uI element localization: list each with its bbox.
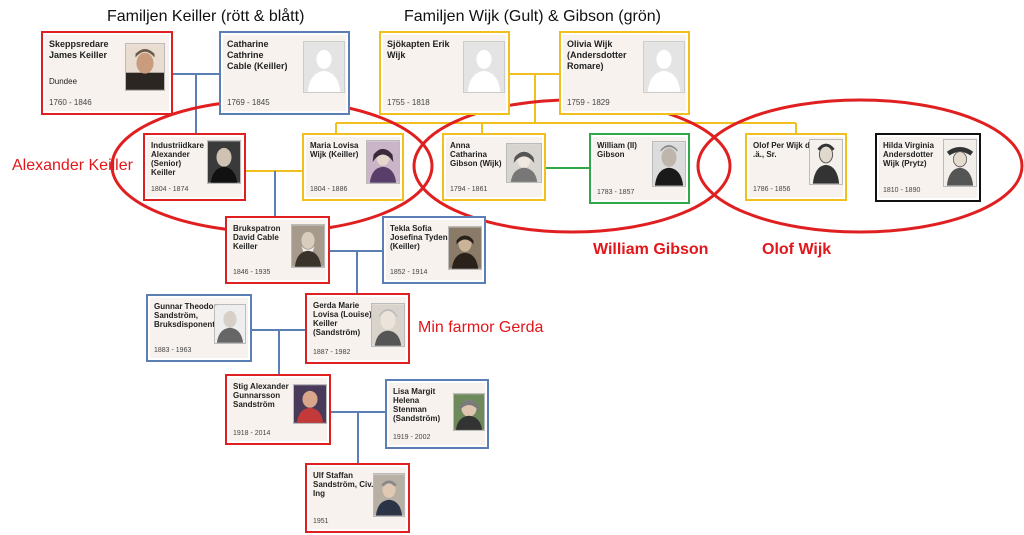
portrait-photo-icon [371, 303, 405, 347]
title-wijk-gibson-family: Familjen Wijk (Gult) & Gibson (grön) [404, 8, 661, 25]
person-name: William (II)Gibson [597, 141, 637, 159]
person-years: 1919 - 2002 [393, 434, 431, 441]
person-card-william-gibson[interactable]: William (II)Gibson 1783 - 1857 [589, 133, 690, 204]
person-years: 1759 - 1829 [567, 98, 610, 107]
person-place: Dundee [49, 77, 78, 86]
person-years: 1760 - 1846 [49, 98, 92, 107]
highlight-ellipse-olof [696, 98, 1024, 234]
portrait-photo-icon [506, 143, 542, 183]
person-years: 1755 - 1818 [387, 98, 430, 107]
portrait-photo-icon [125, 43, 165, 91]
label-alexander-keiller: Alexander Keiller [12, 157, 133, 174]
portrait-photo-icon [448, 226, 482, 270]
person-years: 1846 - 1935 [233, 269, 271, 276]
person-years: 1883 - 1963 [154, 347, 192, 354]
portrait-photo-icon [291, 224, 325, 268]
label-william-gibson: William Gibson [593, 241, 709, 258]
portrait-photo-icon [809, 139, 843, 185]
portrait-photo-icon [943, 139, 977, 187]
label-min-farmor-gerda: Min farmor Gerda [418, 319, 544, 336]
person-years: 1804 - 1874 [151, 186, 189, 193]
person-years: 1804 - 1886 [310, 186, 348, 193]
person-silhouette-icon [463, 41, 505, 93]
person-years: 1852 - 1914 [390, 269, 428, 276]
portrait-photo-icon [366, 140, 400, 184]
portrait-photo-icon [214, 304, 246, 344]
person-years: 1918 - 2014 [233, 430, 271, 437]
portrait-photo-icon [207, 140, 241, 184]
label-olof-wijk: Olof Wijk [762, 241, 832, 258]
person-years: 1783 - 1857 [597, 189, 635, 196]
portrait-photo-icon [453, 393, 485, 431]
title-keiller-family: Familjen Keiller (rött & blått) [107, 8, 305, 25]
person-years: 1794 - 1861 [450, 186, 488, 193]
person-silhouette-icon [643, 41, 685, 93]
person-name: Olof Per Wijk d.ä., Sr. [753, 141, 810, 159]
person-years: 1810 - 1890 [883, 187, 921, 194]
portrait-photo-icon [652, 141, 686, 187]
person-silhouette-icon [303, 41, 345, 93]
person-years: 1951 [313, 518, 329, 525]
person-years: 1887 - 1982 [313, 349, 351, 356]
person-years: 1786 - 1856 [753, 186, 791, 193]
portrait-photo-icon [373, 473, 405, 517]
portrait-photo-icon [293, 384, 327, 424]
person-card-olof-per-wijk[interactable]: Olof Per Wijk d.ä., Sr. 1786 - 1856 [745, 133, 847, 201]
person-years: 1769 - 1845 [227, 98, 270, 107]
